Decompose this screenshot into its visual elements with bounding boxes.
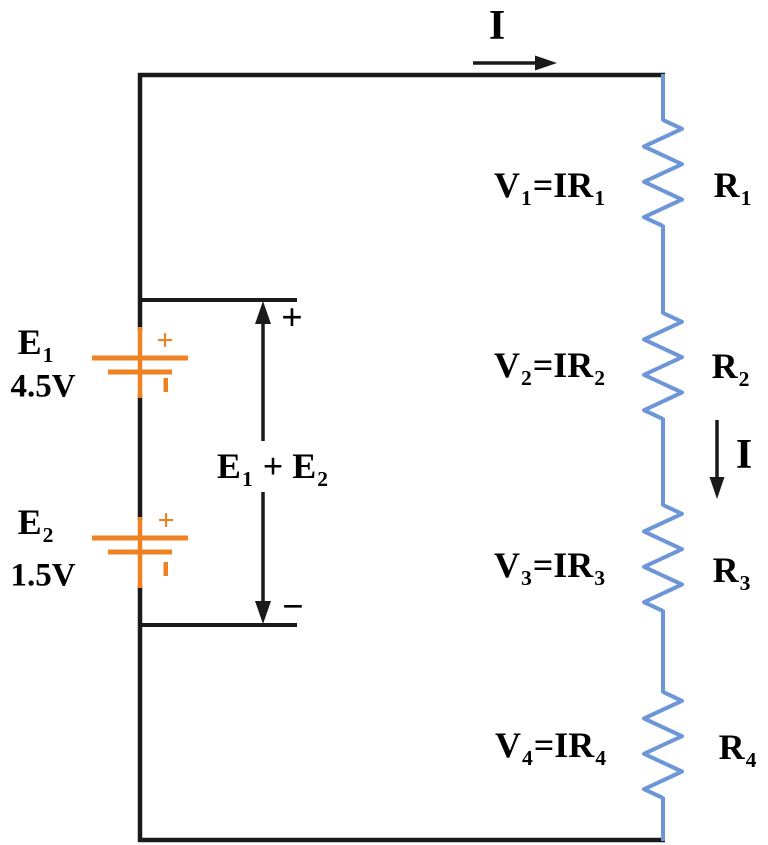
current-label-top: I	[488, 3, 506, 49]
current-label-mid: I	[735, 432, 753, 478]
battery-e2-voltage: 1.5V	[10, 557, 76, 594]
v2-equation: V2=IR2	[493, 345, 606, 389]
battery-e1-plus-sign: +	[156, 324, 174, 357]
r3-base: R	[712, 550, 739, 590]
v4-base: V	[494, 725, 521, 765]
battery-e1-label-sub: 1	[42, 343, 54, 368]
current-arrow-mid-head-icon	[709, 477, 725, 499]
v1-equation: V1=IR1	[493, 165, 606, 209]
v3-ir: =IR	[532, 545, 594, 585]
v3-ir-sub: 3	[594, 566, 606, 591]
r2-sub: 2	[738, 367, 750, 392]
emf-sum-e1: E	[216, 446, 241, 486]
r1-base: R	[713, 165, 740, 205]
r2-base: R	[711, 346, 738, 386]
v3-base: V	[493, 545, 520, 585]
battery-e2-label: E2	[17, 502, 55, 546]
emf-arrowhead-down-icon	[255, 601, 271, 624]
r4-label: R4	[718, 727, 758, 771]
r1-sub: 1	[740, 186, 752, 211]
r1-label: R1	[713, 165, 753, 209]
v2-ir: =IR	[532, 345, 594, 385]
battery-e1-label: E1	[17, 322, 55, 366]
resistor-r3-zigzag	[642, 503, 684, 613]
emf-minus-terminal: −	[282, 586, 304, 628]
v2-ir-sub: 2	[594, 366, 606, 391]
r2-label: R2	[711, 346, 751, 390]
v4-ir-sub: 4	[595, 746, 607, 771]
emf-sum-e1-sub: 1	[241, 467, 253, 492]
resistor-r2-zigzag	[642, 311, 684, 421]
battery-e2-label-sub: 2	[42, 523, 54, 548]
v1-ir-sub: 1	[594, 186, 606, 211]
emf-sum-plus: +	[253, 446, 293, 486]
v2-base: V	[493, 345, 520, 385]
v1-base: V	[493, 165, 520, 205]
r4-base: R	[718, 727, 745, 767]
battery-e2-label-base: E	[17, 502, 42, 542]
v4-sub: 4	[521, 746, 533, 771]
v3-sub: 3	[520, 566, 532, 591]
v4-ir: =IR	[533, 725, 595, 765]
battery-e1-voltage: 4.5V	[10, 368, 76, 405]
battery-e2-negative-dash-icon	[163, 562, 168, 576]
emf-arrowhead-up-icon	[255, 301, 271, 324]
emf-sum-e2: E	[292, 446, 317, 486]
battery-e1-label-base: E	[17, 322, 42, 362]
emf-sum-e2-sub: 2	[317, 467, 329, 492]
v4-equation: V4=IR4	[494, 725, 607, 769]
battery-e1-negative-dash-icon	[163, 378, 168, 392]
r3-label: R3	[712, 550, 752, 594]
v1-sub: 1	[520, 186, 532, 211]
resistor-r1-zigzag	[642, 118, 684, 228]
current-arrow-top-head-icon	[535, 55, 557, 71]
v1-ir: =IR	[532, 165, 594, 205]
emf-plus-terminal: +	[281, 297, 303, 339]
battery-e2-plus-sign: +	[157, 504, 175, 537]
r3-sub: 3	[739, 571, 751, 596]
resistor-r4-zigzag	[642, 690, 684, 800]
v3-equation: V3=IR3	[493, 545, 606, 589]
v2-sub: 2	[520, 366, 532, 391]
r4-sub: 4	[745, 748, 757, 773]
emf-sum-label: E1 + E2	[216, 446, 329, 490]
